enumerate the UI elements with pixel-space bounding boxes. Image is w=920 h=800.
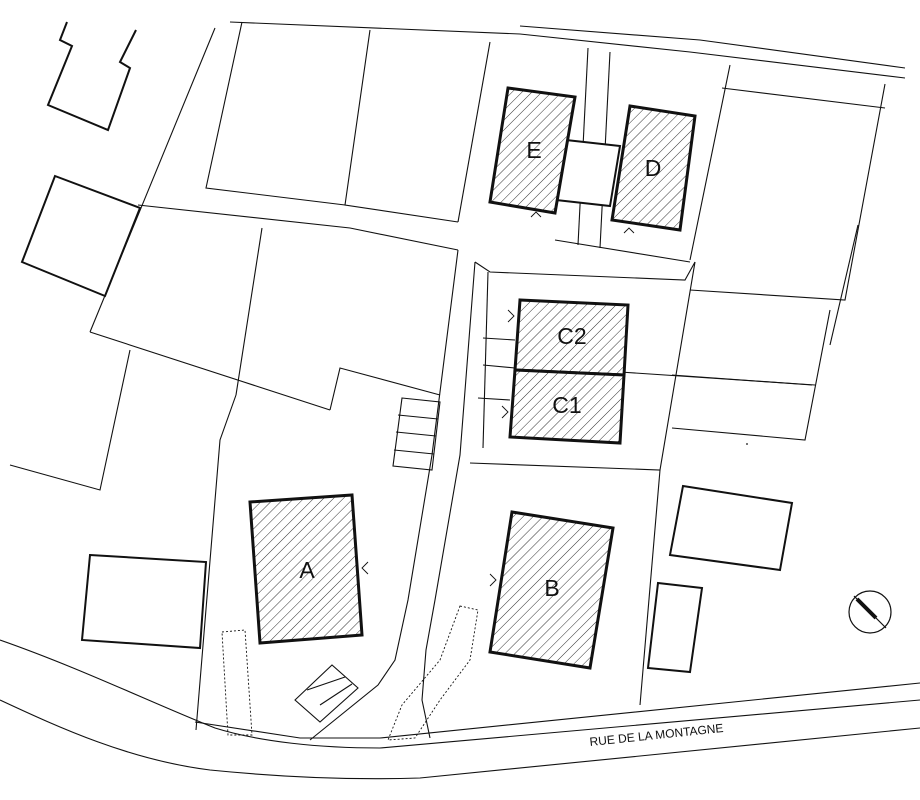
road-curb xyxy=(194,682,920,739)
building-E[interactable]: E xyxy=(488,86,577,218)
building-E-label: E xyxy=(526,137,541,163)
building-A-label: A xyxy=(299,557,315,583)
building-C2-label: C2 xyxy=(557,323,586,349)
survey-mark xyxy=(746,443,748,445)
building-B[interactable]: B xyxy=(488,510,615,670)
building-D-label: D xyxy=(645,155,662,181)
top-road-edge-2 xyxy=(519,25,906,69)
building-B-label: B xyxy=(544,575,559,601)
compass-icon xyxy=(848,590,892,634)
road-edge-inner xyxy=(0,699,920,780)
street-name-label: RUE DE LA MONTAGNE xyxy=(589,721,724,749)
building-A[interactable]: A xyxy=(248,493,369,645)
building-C2[interactable]: C2 xyxy=(507,298,630,377)
outline-buildings xyxy=(20,21,794,674)
building-C1[interactable]: C1 xyxy=(501,368,626,445)
dashed-path-left xyxy=(221,629,253,736)
dashed-path-right xyxy=(387,605,479,741)
building-C1-label: C1 xyxy=(552,392,581,418)
parking-strips xyxy=(294,397,441,723)
building-D[interactable]: D xyxy=(610,104,697,234)
road-rue-de-la-montagne xyxy=(0,639,920,780)
top-road-edge xyxy=(229,21,906,79)
road-edge-outer xyxy=(0,639,920,749)
